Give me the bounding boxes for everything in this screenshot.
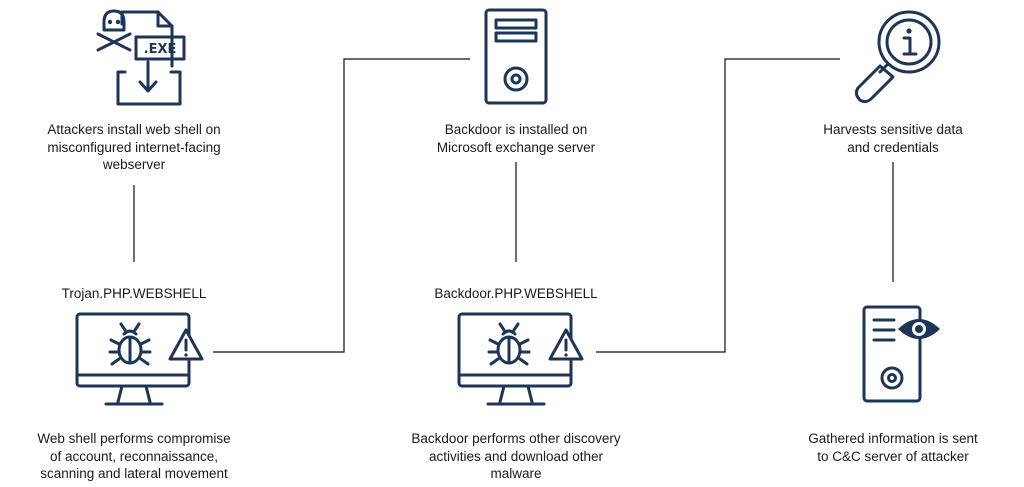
magnifier-info-icon xyxy=(854,10,941,104)
step4-label: Backdoor performs other discovery activi… xyxy=(411,431,621,481)
server-tower-icon xyxy=(484,8,548,105)
monitor-bug-warning-icon-2 xyxy=(457,312,584,406)
exe-file-skull-download-icon: .EXE xyxy=(96,9,186,106)
connector-step4-step5 xyxy=(596,58,840,353)
detection-trojan-label: Trojan.PHP.WEBSHELL xyxy=(61,286,207,301)
detection-backdoor-label: Backdoor.PHP.WEBSHELL xyxy=(434,286,598,301)
step3-label: Backdoor is installed on Microsoft excha… xyxy=(436,122,596,155)
monitor-bug-warning-icon-1 xyxy=(75,312,204,406)
step1-label: Attackers install web shell on misconfig… xyxy=(47,122,221,172)
server-eye-icon xyxy=(862,305,940,403)
connectors xyxy=(133,58,894,353)
exe-label: .EXE xyxy=(144,42,177,57)
step2-label: Web shell performs compromise of account… xyxy=(37,431,231,481)
step5-label: Harvests sensitive data and credentials xyxy=(823,122,963,155)
connector-step2-step3 xyxy=(213,58,470,353)
step6-label: Gathered information is sent to C&C serv… xyxy=(808,431,978,464)
